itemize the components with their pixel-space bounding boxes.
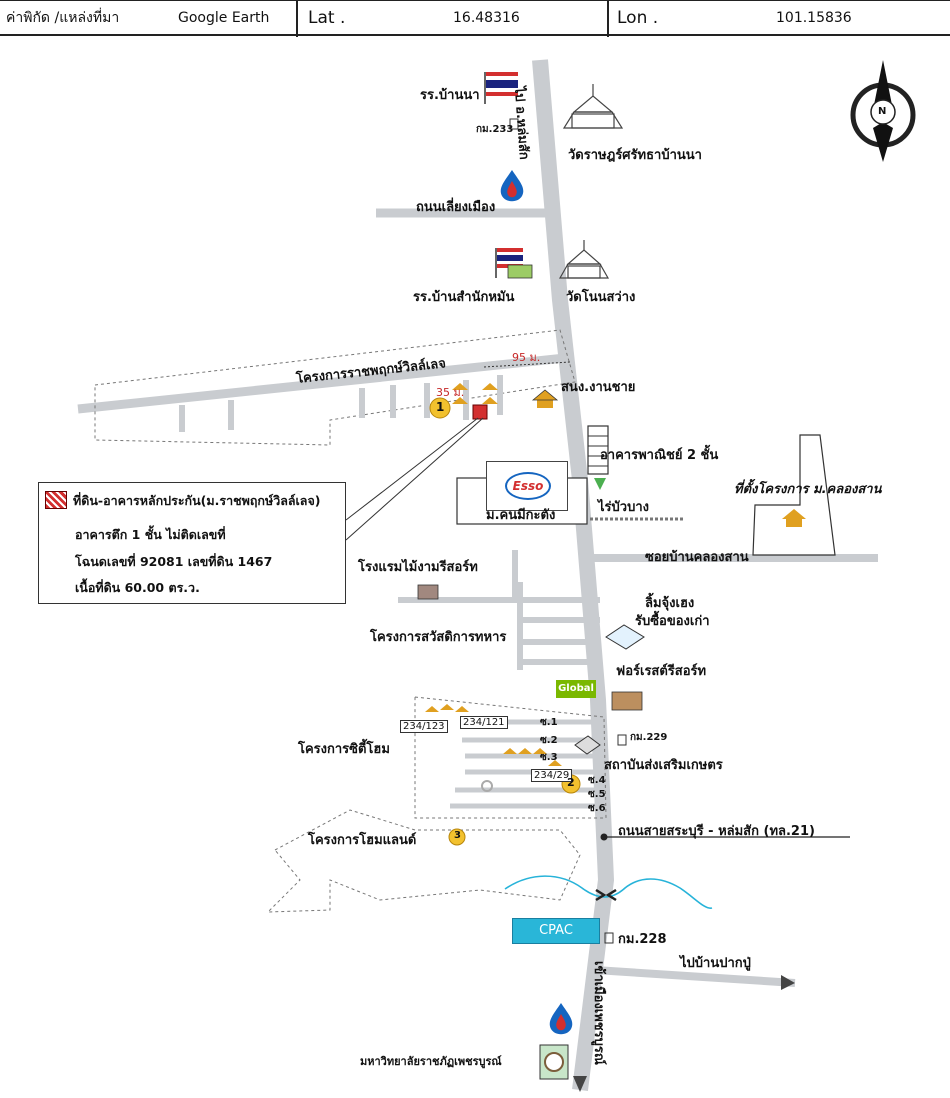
marker-3-label: 3 [454,830,461,841]
soi-2-label: ซ.2 [540,735,558,746]
map-canvas [77,59,916,1092]
highway-21-label: ถนนสายสระบุรี - หล่มสัก (ทล.21) [618,824,815,839]
compass-n-label: N [878,106,887,117]
project-road [77,353,566,414]
lat-value: 16.48316 [453,10,520,26]
gas-station-icon [549,1003,573,1035]
plot-234-29: 234/29 [531,769,573,782]
km228-label: กม.228 [618,932,667,947]
marker-3 [448,828,466,846]
commercial-building-label: อาคารพาณิชย์ 2 ชั้น [600,448,719,463]
global-store-logo: Global [556,680,596,698]
header-divider [607,1,609,37]
km-post-icon [604,932,614,944]
source-label: ค่าพิกัด /แหล่งที่มา [6,10,120,26]
legend-title: ที่ดิน-อาคารหลักประกัน(ม.ราชพฤกษ์วิลล์เล… [73,493,321,508]
compass-icon [850,60,916,162]
header-divider [296,1,298,37]
school-bannna-label: รร.บ้านนา [420,88,480,103]
plot-234-123: 234/123 [400,720,448,733]
institute-icon [574,735,601,755]
legend-line-3: เนื้อที่ดิน 60.00 ตร.ว. [75,580,200,595]
rajabhat-label: มหาวิทยาลัยราชภัฏเพชรบูรณ์ [360,1055,502,1068]
gas-station-icon [500,170,524,202]
limchunheng-label-1: ลิ้มจุ้งเฮง [645,596,695,611]
km-post-icon [509,118,519,130]
coordinate-header: ค่าพิกัด /แหล่งที่มา Google Earth Lat . … [0,0,950,37]
soi-6-label: ซ.6 [588,803,606,814]
marker-1 [429,397,451,419]
km-post-icon [617,734,627,746]
km229-label: กม.229 [630,732,668,743]
lon-value: 101.15836 [776,10,852,26]
house-cluster [425,383,562,766]
commercial-building [587,425,609,475]
esso-logo: Esso [505,472,551,500]
resort-icon [611,691,643,711]
tree-icon [594,478,606,490]
rai-buabang-label: ไร่บัวบาง [598,500,649,515]
home-land-outline [266,809,581,913]
soi-5-label: ซ.5 [588,789,606,800]
lon-label: Lon . [617,8,659,28]
thai-flag-icon [484,72,518,104]
collateral-info-box: ที่ดิน-อาคารหลักประกัน(ม.ราชพฤกษ์วิลล์เล… [38,482,346,604]
cpac-plant: CPAC [512,918,600,944]
temple-icon [558,240,610,279]
hotel-icon [417,584,439,600]
location-map: รร.บ้านนา กม.233 ไป อ.หล่มสัก วัดราษฎร์ศ… [0,36,950,1098]
legend-line-2: โฉนดเลขที่ 92081 เลขที่ดิน 1467 [75,554,273,569]
khlongsan-project-label: ที่ตั้งโครงการ ม.คลองสาน [734,482,882,497]
forest-resort-label: ฟอร์เรสต์รีสอร์ท [616,664,707,679]
to-phetchabun-label: เข้าเมืองเพชรบูรณ์ [591,961,606,1065]
source-value: Google Earth [178,10,270,26]
collateral-swatch [45,491,67,509]
collateral-plot [472,404,488,420]
city-home-outline [414,696,607,819]
shop-icon [605,624,645,650]
kham-university-label: ม.คนมีกะตัง [486,508,556,523]
soi-1-label: ซ.1 [540,717,558,728]
esso-station: Esso [486,461,568,511]
school-icon [495,248,533,279]
khlongsan-plot [752,434,836,556]
welfare-project-label: โครงการสวัสดิการทหาร [370,630,507,645]
marker-2-label: 2 [567,776,575,789]
school-samnak-label: รร.บ้านสำนักหมัน [413,290,515,305]
bypass-road-label: ถนนเลี่ยงเมือง [416,200,496,215]
plot-234-121: 234/121 [460,716,508,729]
to-pakpu-label: ไปบ้านปากปู่ [680,956,751,971]
city-home-label: โครงการซิตี้โฮม [298,742,390,757]
soi-4-label: ซ.4 [588,775,606,786]
wat-bannna-label: วัดราษฎร์ศรัทธาบ้านนา [568,148,702,163]
hotel-label: โรงแรมไม้งามรีสอร์ท [358,560,478,575]
legend-line-1: อาคารตึก 1 ชั้น ไม่ติดเลขที่ [75,527,226,542]
dim-95-label: 95 ม. [512,351,541,364]
snong-nganchai-label: สนง.งานชาย [561,380,636,395]
leader-line [345,417,479,521]
soi-khlongsan-label: ซอยบ้านคลองสาน [645,550,749,565]
km233-label: กม.233 [476,124,514,135]
home-land-label: โครงการโฮมแลนด์ [308,833,417,848]
soi-3-label: ซ.3 [540,752,558,763]
project-outline [94,329,576,446]
lat-label: Lat . [308,8,346,28]
main-road [532,59,615,1091]
river [504,875,713,909]
agri-institute-label: สถาบันส่งเสริมเกษตร [604,758,723,773]
marker-1-label: 1 [436,400,445,414]
limchunheng-label-2: รับซื้อของเก่า [635,614,710,629]
temple-icon [562,84,624,129]
wat-nonsawang-label: วัดโนนสว่าง [566,290,636,305]
road-to-pakpu [594,966,796,987]
dim-35-label: 35 ม. [436,386,465,399]
